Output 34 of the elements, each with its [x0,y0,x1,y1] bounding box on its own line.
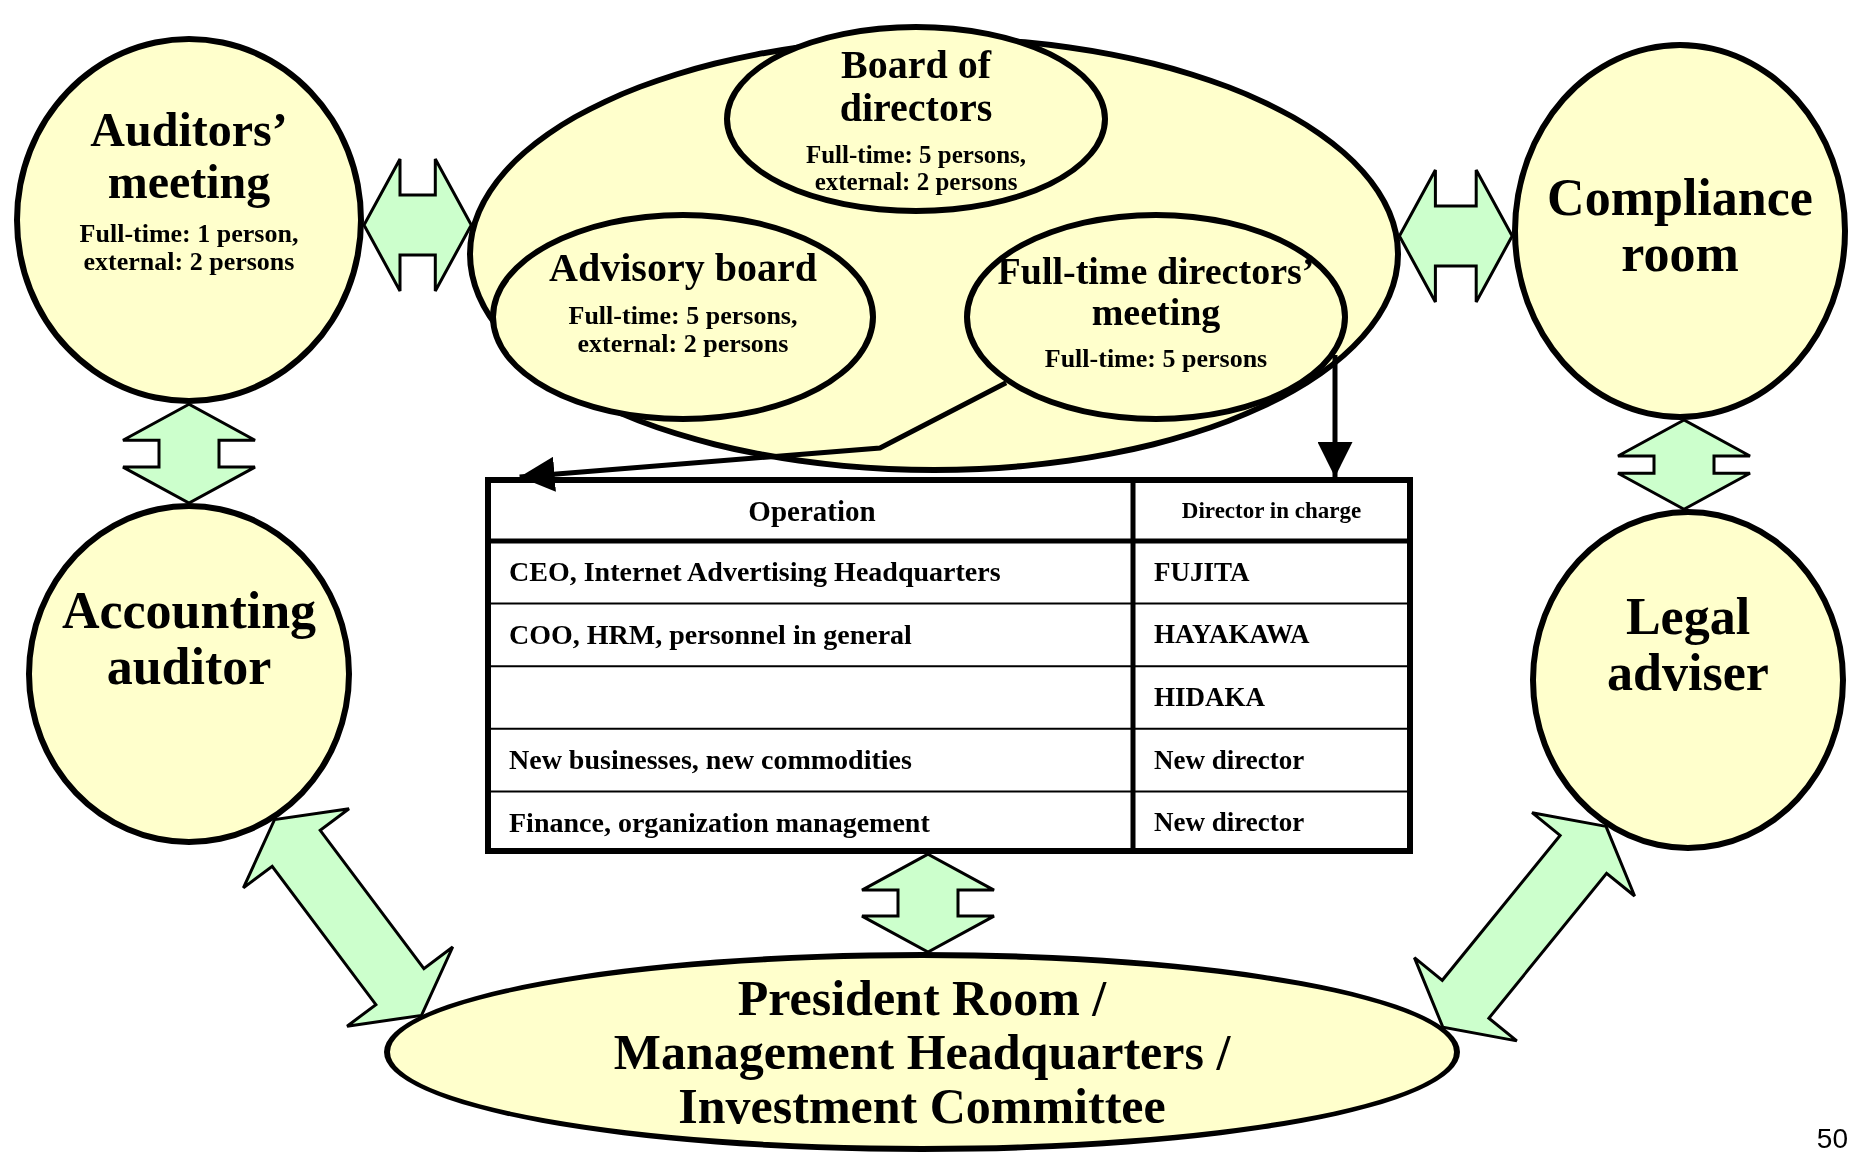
operation-entry: Finance, organization management [509,806,930,839]
node-detail: Full-time: 1 person, external: 2 persons [78,219,300,276]
operation-entry: New businesses, new commodities [509,744,912,777]
double-block-arrow [241,807,455,1028]
double-block-arrow [362,157,473,293]
node-title: Compliance room [1546,169,1814,283]
director-entry: FUJITA [1154,556,1250,588]
double-block-arrow [1412,811,1637,1043]
node-title: President Room / Management Headquarters / Investment Committee [612,971,1232,1133]
director-entry: HIDAKA [1154,682,1265,713]
arrow [1317,355,1353,478]
director-entry: HAYAKAWA [1154,619,1310,651]
assignment-table [485,477,1413,854]
page-number: 50 [1816,1123,1848,1155]
node-title: Board of directors [838,42,994,130]
node-detail: Full-time: 5 persons [1044,345,1268,374]
node-title: Full-time directors’ meeting [996,250,1316,333]
double-block-arrow [1616,418,1752,511]
node-detail: Full-time: 5 persons, external: 2 persons [804,141,1028,196]
operation-entry: COO, HRM, personnel in general [509,618,912,651]
node-title: Accounting auditor [60,582,318,696]
double-block-arrow [1397,168,1514,304]
director-entry: New director [1154,744,1305,776]
node-title: Advisory board [549,246,817,290]
arrow [519,380,1008,492]
column-header: Operation [748,494,876,528]
double-block-arrow [860,852,996,954]
operation-entry: CEO, Internet Advertising Headquarters [509,556,1001,589]
column-header: Director in charge [1181,498,1362,524]
node-title: Auditors’ meeting [89,104,289,208]
node-detail: Full-time: 5 persons, external: 2 persons [567,301,799,358]
node-title: Legal adviser [1606,588,1770,702]
double-block-arrow [121,402,257,505]
director-entry: New director [1154,807,1305,839]
